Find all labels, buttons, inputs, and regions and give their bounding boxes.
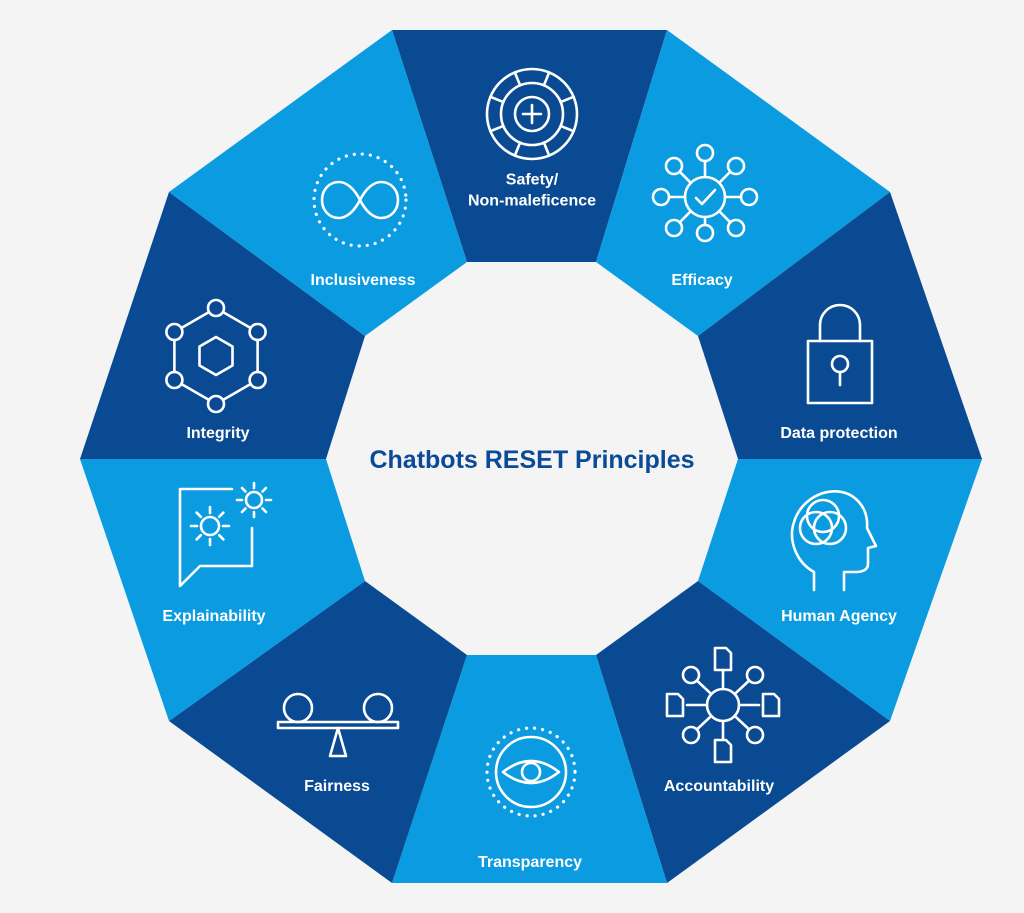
label-fairness: Fairness: [304, 778, 370, 795]
label-efficacy-line: Efficacy: [671, 272, 732, 289]
label-transparency-line: Transparency: [478, 854, 582, 871]
hexagon-network-icon: [165, 298, 267, 414]
label-efficacy: Efficacy: [671, 272, 732, 289]
padlock-icon: [806, 303, 874, 405]
network-check-icon: [651, 143, 759, 243]
segment-transparency: [392, 655, 667, 883]
infinity-circle-icon: [312, 152, 408, 248]
segment-efficacy: [596, 30, 890, 336]
label-safety-line: Safety/: [506, 172, 559, 189]
hub-documents-icon: [665, 646, 781, 764]
ring-icons: [165, 67, 878, 818]
label-integrity-line: Integrity: [186, 425, 249, 442]
label-safety-line: Non-maleficence: [468, 193, 596, 210]
label-human-agency-line: Human Agency: [781, 608, 897, 625]
segment-integrity: [80, 192, 365, 459]
label-accountability: Accountability: [664, 778, 774, 795]
balance-scale-icon: [276, 692, 400, 758]
label-safety: Safety/Non-maleficence: [468, 172, 596, 210]
label-accountability-line: Accountability: [664, 778, 774, 795]
eye-circle-icon: [485, 726, 577, 818]
ring-segments: [80, 30, 982, 883]
label-integrity: Integrity: [186, 425, 249, 442]
medical-cross-circle-icon: [485, 67, 579, 161]
label-data-protection: Data protection: [780, 425, 897, 442]
speech-bubble-light-icon: [178, 481, 273, 588]
segment-data-protection: [698, 192, 982, 459]
label-inclusiveness-line: Inclusiveness: [311, 272, 416, 289]
segment-human-agency: [698, 459, 982, 721]
segment-fairness: [169, 581, 467, 883]
label-human-agency: Human Agency: [781, 608, 897, 625]
center-title: Chatbots RESET Principles: [369, 446, 694, 474]
label-inclusiveness: Inclusiveness: [311, 272, 416, 289]
label-data-protection-line: Data protection: [780, 425, 897, 442]
label-transparency: Transparency: [478, 854, 582, 871]
segment-accountability: [596, 581, 890, 883]
segment-explainability: [80, 459, 365, 721]
head-circles-icon: [790, 490, 878, 592]
label-explainability: Explainability: [162, 608, 265, 625]
label-fairness-line: Fairness: [304, 778, 370, 795]
label-explainability-line: Explainability: [162, 608, 265, 625]
